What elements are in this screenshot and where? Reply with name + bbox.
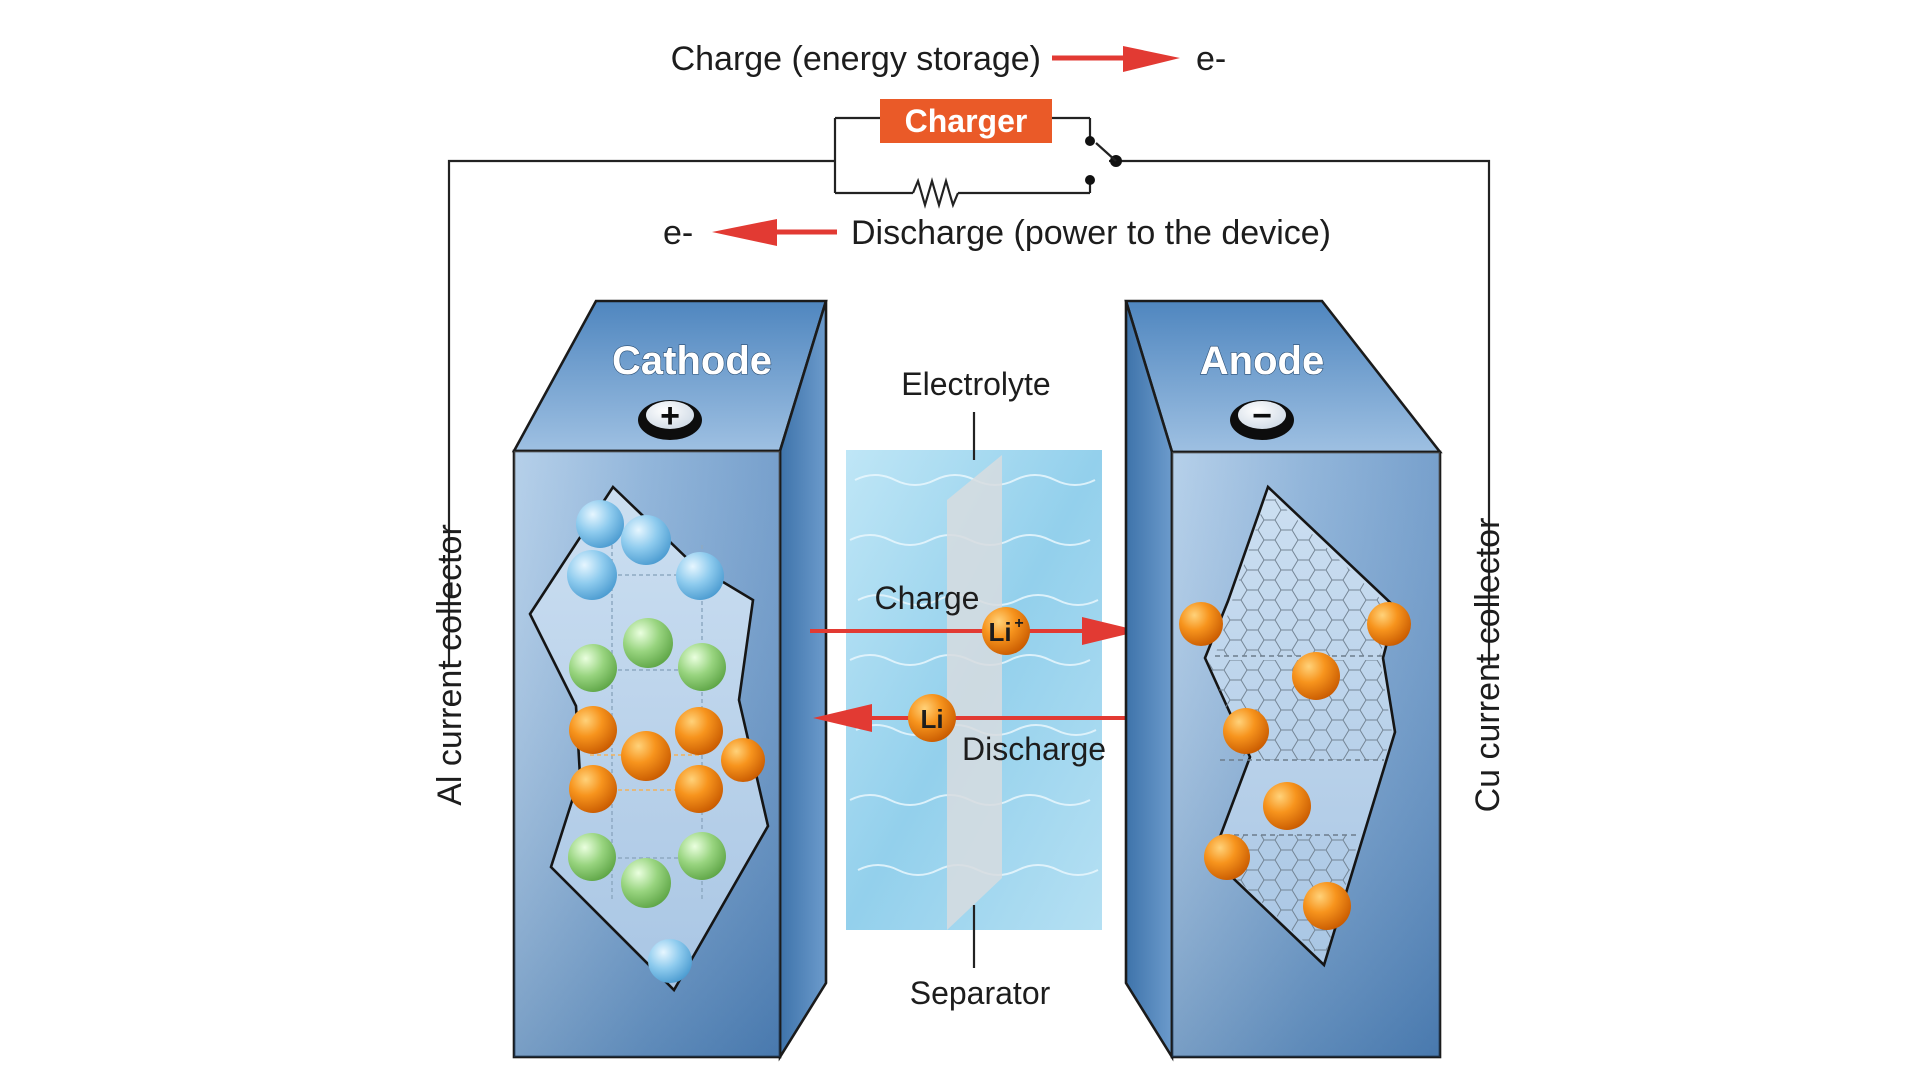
charger-label: Charger xyxy=(905,103,1028,139)
cathode-positive-terminal: + xyxy=(638,397,702,440)
plus-icon: + xyxy=(660,397,680,435)
cathode-blue-atoms xyxy=(567,500,724,983)
cathode-block: Cathode + xyxy=(511,299,828,1062)
external-circuit: Charger Charge (energy storage) e- e- Di… xyxy=(431,40,1507,812)
ion-charge-label: Charge xyxy=(875,580,980,616)
cathode-lithium-atoms xyxy=(569,706,765,813)
anode-graphite-layers xyxy=(1208,492,1392,960)
switch-contact-bottom xyxy=(1085,175,1095,185)
al-current-collector-label: Al current collector xyxy=(431,524,469,806)
ion-discharge-label: Discharge xyxy=(962,731,1106,767)
switch-blade xyxy=(1095,142,1117,162)
resistor-icon xyxy=(911,177,960,209)
lithium-atom-label: Li xyxy=(920,704,943,734)
anode-block: Anode − xyxy=(1124,299,1443,1062)
anode-negative-terminal: − xyxy=(1230,397,1294,440)
cu-current-collector-label: Cu current collector xyxy=(1469,518,1507,813)
cathode-green-atoms xyxy=(568,618,726,908)
lithium-ion-label: Li xyxy=(988,617,1011,647)
electrolyte-label: Electrolyte xyxy=(901,366,1050,402)
charge-electron-arrow xyxy=(1052,46,1180,72)
separator-label: Separator xyxy=(910,975,1051,1011)
left-wire xyxy=(447,159,835,665)
charge-direction-label: Charge (energy storage) xyxy=(671,40,1041,78)
lithium-ion-charge: Li + xyxy=(982,607,1030,655)
lithium-ion-charge-sup: + xyxy=(1014,615,1023,632)
right-wire xyxy=(1109,159,1491,665)
charge-ion-arrow xyxy=(810,617,1140,645)
anode-lithium-atoms xyxy=(1179,602,1411,930)
electron-label-top: e- xyxy=(1196,40,1226,78)
cathode-title: Cathode xyxy=(612,339,772,383)
separator-membrane xyxy=(947,455,1002,930)
lithium-atom-discharge: Li xyxy=(908,694,956,742)
anode-title: Anode xyxy=(1200,339,1324,383)
switch-contact-top xyxy=(1085,136,1095,146)
electron-label-bottom: e- xyxy=(663,214,693,252)
discharge-direction-label: Discharge (power to the device) xyxy=(851,214,1331,252)
minus-icon: − xyxy=(1252,397,1272,435)
charger-box xyxy=(880,99,1052,143)
discharge-electron-arrow xyxy=(712,219,837,246)
electrolyte-region: Electrolyte Separator Charge Li + Li Dis… xyxy=(810,366,1140,1011)
